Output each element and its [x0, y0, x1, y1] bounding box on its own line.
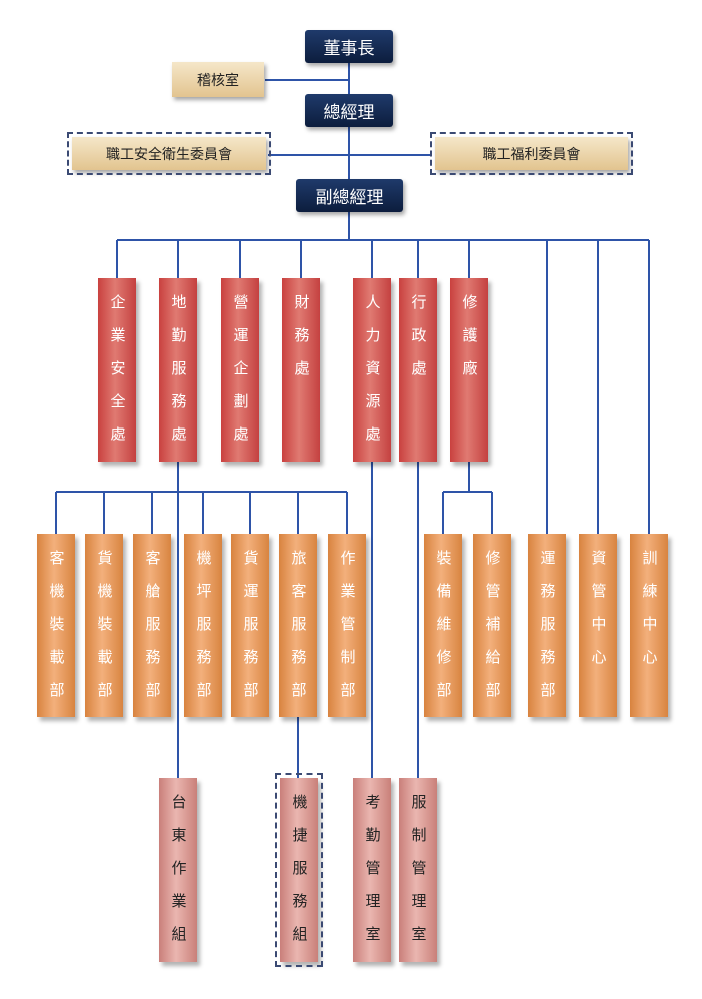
box-label: 旅客服務部 — [289, 550, 308, 715]
unit-box: 資管中心 — [579, 534, 617, 717]
unit-box: 作業管制部 — [328, 534, 366, 717]
dept-box: 行政處 — [399, 278, 437, 462]
chairman-label: 董事長 — [323, 39, 375, 59]
box-label: 訓練中心 — [640, 550, 659, 682]
welfare-committee-label: 職工福利委員會 — [482, 146, 581, 163]
vgm-label: 副總經理 — [315, 188, 384, 208]
box-label: 裝備維修部 — [434, 550, 453, 715]
subunit-box: 台東作業組 — [159, 778, 197, 962]
welfare-committee-box: 職工福利委員會 — [430, 132, 633, 175]
audit-box: 稽核室 — [172, 62, 264, 97]
unit-box: 修管補給部 — [473, 534, 511, 717]
box-label: 運務服務部 — [538, 550, 557, 715]
unit-box: 貨機裝載部 — [85, 534, 123, 717]
unit-box: 貨運服務部 — [231, 534, 269, 717]
box-label: 服制管理室 — [409, 794, 428, 959]
unit-box: 旅客服務部 — [279, 534, 317, 717]
box-label: 財務處 — [292, 294, 311, 393]
chairman-box: 董事長 — [305, 30, 393, 63]
safety-committee-label: 職工安全衛生委員會 — [106, 146, 232, 163]
unit-box: 機坪服務部 — [184, 534, 222, 717]
box-label: 企業安全處 — [108, 294, 127, 459]
dept-box: 地勤服務處 — [159, 278, 197, 462]
box-label: 機坪服務部 — [194, 550, 213, 715]
dept-box: 修護廠 — [450, 278, 488, 462]
gm-box: 總經理 — [305, 94, 393, 127]
dept-box: 人力資源處 — [353, 278, 391, 462]
box-label: 人力資源處 — [363, 294, 382, 459]
box-label: 營運企劃處 — [231, 294, 250, 459]
box-label: 客艙服務部 — [143, 550, 162, 715]
box-label: 台東作業組 — [169, 794, 188, 959]
box-label: 作業管制部 — [338, 550, 357, 715]
box-label: 修管補給部 — [483, 550, 502, 715]
gm-label: 總經理 — [323, 103, 375, 123]
box-label: 行政處 — [409, 294, 428, 393]
box-label: 機捷服務組 — [290, 794, 309, 959]
dept-box: 企業安全處 — [98, 278, 136, 462]
safety-committee-box: 職工安全衛生委員會 — [67, 132, 271, 175]
subunit-box: 服制管理室 — [399, 778, 437, 962]
subunit-box: 機捷服務組 — [275, 773, 323, 967]
unit-box: 裝備維修部 — [424, 534, 462, 717]
box-label: 貨運服務部 — [241, 550, 260, 715]
unit-box: 客機裝載部 — [37, 534, 75, 717]
box-label: 地勤服務處 — [169, 294, 188, 459]
unit-box: 客艙服務部 — [133, 534, 171, 717]
box-label: 修護廠 — [460, 294, 479, 393]
box-label: 資管中心 — [589, 550, 608, 682]
unit-box: 訓練中心 — [630, 534, 668, 717]
audit-label: 稽核室 — [197, 72, 239, 89]
unit-box: 運務服務部 — [528, 534, 566, 717]
dept-box: 營運企劃處 — [221, 278, 259, 462]
box-label: 客機裝載部 — [47, 550, 66, 715]
dept-box: 財務處 — [282, 278, 320, 462]
box-label: 貨機裝載部 — [95, 550, 114, 715]
subunit-box: 考勤管理室 — [353, 778, 391, 962]
box-label: 考勤管理室 — [363, 794, 382, 959]
vgm-box: 副總經理 — [296, 179, 403, 212]
